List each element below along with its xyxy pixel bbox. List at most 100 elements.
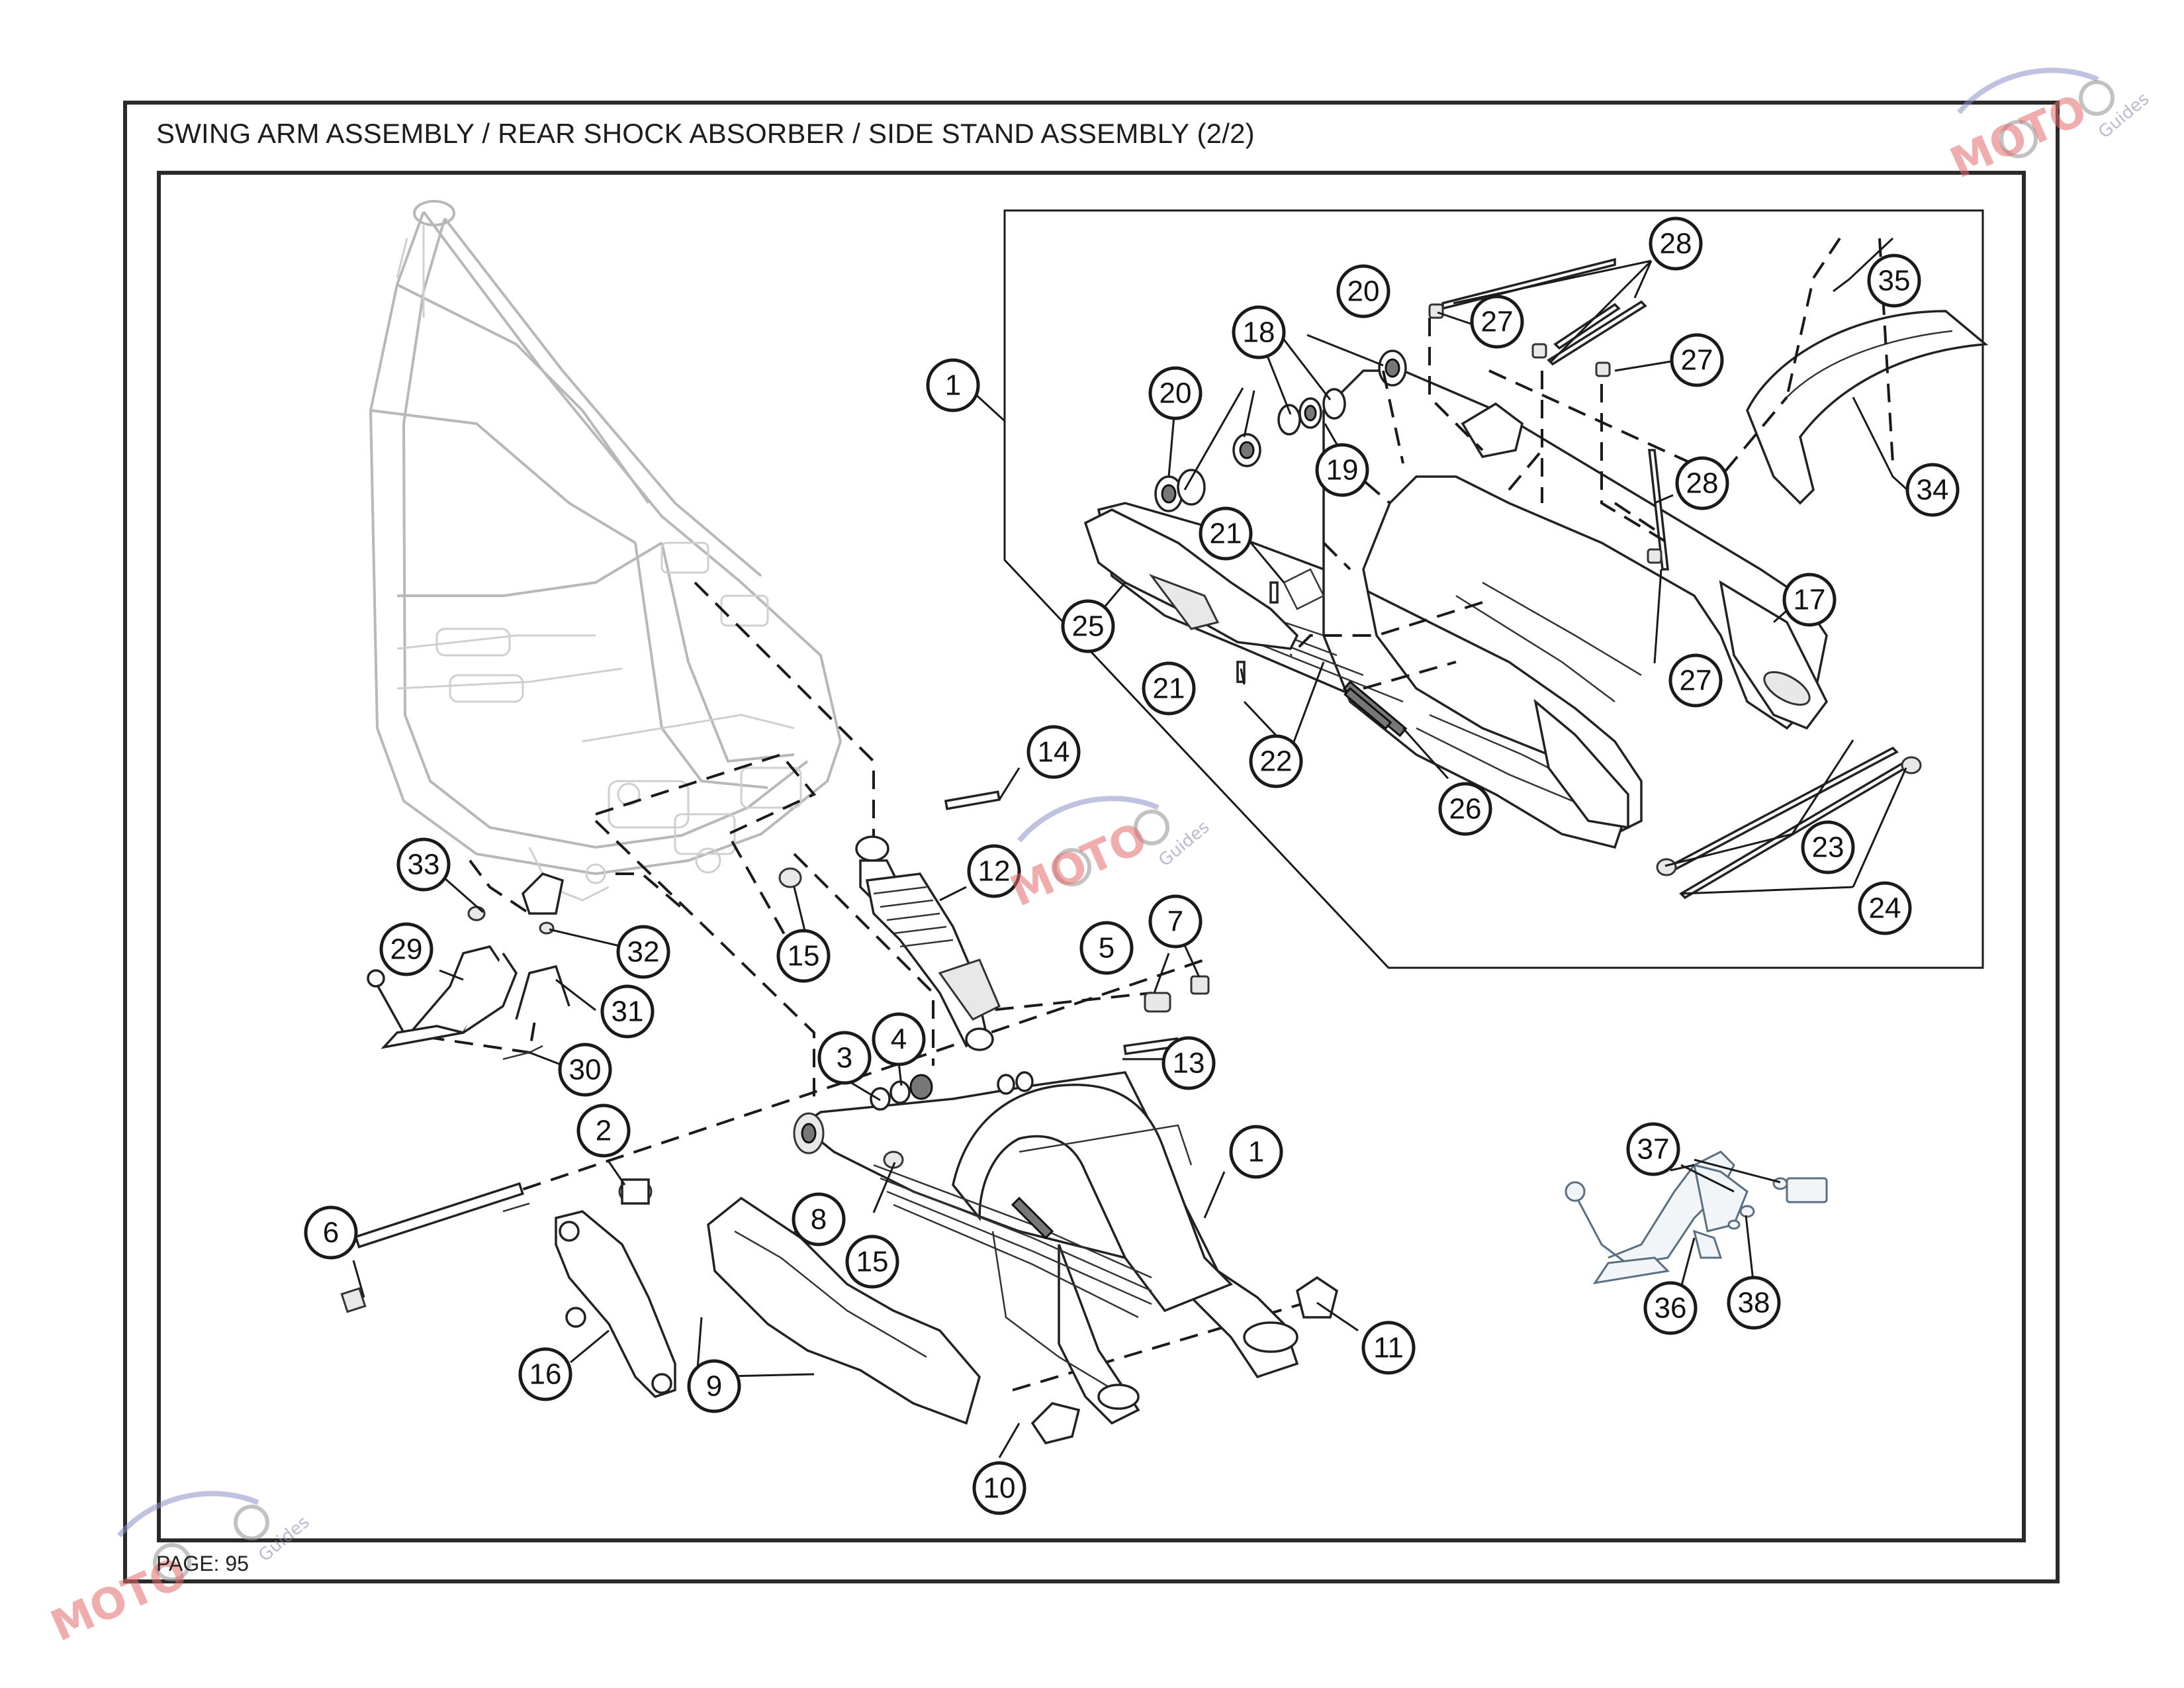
svg-text:3: 3 [837, 1042, 852, 1074]
svg-text:17: 17 [1794, 584, 1826, 616]
callout-15: 15 [776, 929, 831, 983]
svg-text:1: 1 [1248, 1136, 1264, 1168]
svg-text:22: 22 [1260, 745, 1293, 778]
svg-text:9: 9 [706, 1370, 722, 1403]
svg-text:28: 28 [1686, 467, 1719, 500]
callout-18: 18 [1232, 305, 1286, 359]
svg-text:37: 37 [1637, 1133, 1670, 1166]
bolts-and-nuts [778, 790, 1338, 1444]
svg-text:14: 14 [1038, 736, 1070, 769]
pivot-washers [870, 1071, 1034, 1111]
callout-13: 13 [1161, 1036, 1216, 1090]
callout-3: 3 [817, 1031, 872, 1085]
pivot-collar [618, 1178, 653, 1205]
svg-text:13: 13 [1173, 1047, 1205, 1080]
callout-6: 6 [304, 1205, 358, 1260]
svg-text:33: 33 [408, 849, 440, 881]
callout-23: 23 [1801, 820, 1855, 874]
svg-text:1: 1 [945, 369, 961, 402]
svg-text:32: 32 [627, 936, 660, 968]
callout-19: 19 [1315, 443, 1369, 497]
callout-27: 27 [1668, 653, 1723, 708]
svg-text:10: 10 [983, 1472, 1016, 1505]
callout-28: 28 [1675, 456, 1729, 510]
svg-text:5: 5 [1099, 932, 1115, 964]
diagram-frame [157, 171, 2026, 1542]
svg-text:20: 20 [1347, 275, 1380, 308]
svg-text:27: 27 [1681, 344, 1713, 377]
svg-text:30: 30 [569, 1054, 602, 1086]
svg-text:MOTO: MOTO [1943, 85, 2094, 189]
callout-27: 27 [1470, 295, 1524, 349]
callout-27: 27 [1670, 333, 1724, 387]
rear-fender-stay [1746, 310, 1989, 505]
svg-text:29: 29 [390, 933, 423, 966]
svg-text:15: 15 [856, 1246, 889, 1278]
callout-34: 34 [1905, 463, 1960, 517]
swing-arm-pivot-shaft [340, 1182, 530, 1313]
svg-text:26: 26 [1449, 793, 1482, 825]
callout-17: 17 [1782, 573, 1837, 627]
rear-shock-absorber [855, 835, 1001, 1051]
svg-text:23: 23 [1812, 831, 1844, 864]
callout-36: 36 [1643, 1281, 1698, 1335]
callout-8: 8 [792, 1192, 846, 1246]
svg-text:21: 21 [1210, 518, 1242, 550]
callout-9: 9 [687, 1359, 741, 1413]
svg-text:31: 31 [612, 996, 644, 1028]
detail-chain-guard [1083, 508, 1299, 650]
chain-guard [707, 1196, 981, 1425]
callout-35: 35 [1867, 254, 1921, 308]
motorcycle-frame [369, 200, 842, 902]
svg-text:7: 7 [1167, 906, 1183, 938]
callout-12: 12 [967, 844, 1021, 898]
side-stand-assembly [367, 872, 570, 1060]
svg-text:24: 24 [1869, 892, 1901, 925]
svg-text:18: 18 [1243, 316, 1275, 349]
callout-7: 7 [1148, 894, 1203, 949]
callout-24: 24 [1858, 881, 1912, 935]
swing-arm-lower [793, 1071, 1299, 1425]
callout-33: 33 [396, 837, 451, 892]
svg-text:Guides: Guides [2095, 89, 2153, 143]
side-stand-variant [1565, 1150, 1828, 1285]
svg-text:21: 21 [1153, 673, 1185, 705]
callout-29: 29 [379, 922, 433, 976]
callout-37: 37 [1626, 1122, 1680, 1176]
callout-21: 21 [1142, 661, 1196, 716]
svg-text:34: 34 [1917, 474, 1949, 506]
callout-30: 30 [558, 1043, 612, 1097]
svg-text:6: 6 [323, 1217, 339, 1249]
callout-22: 22 [1249, 734, 1303, 788]
page-number: PAGE: 95 [156, 1552, 249, 1575]
svg-text:27: 27 [1680, 665, 1712, 697]
callout-10: 10 [972, 1461, 1026, 1515]
svg-text:12: 12 [978, 855, 1011, 888]
svg-text:4: 4 [891, 1023, 907, 1056]
svg-text:16: 16 [529, 1358, 562, 1391]
svg-text:36: 36 [1655, 1292, 1687, 1325]
svg-text:8: 8 [811, 1203, 827, 1236]
svg-text:15: 15 [788, 940, 820, 972]
sheet-border [123, 101, 2060, 1583]
callout-21: 21 [1199, 506, 1253, 561]
svg-text:11: 11 [1373, 1332, 1404, 1364]
pivot-bearings [1154, 350, 1407, 512]
callout-11: 11 [1361, 1321, 1416, 1375]
callout-5: 5 [1079, 921, 1134, 975]
callout-25: 25 [1061, 599, 1115, 653]
svg-text:27: 27 [1481, 306, 1514, 338]
callout-14: 14 [1026, 725, 1081, 779]
callout-20: 20 [1148, 366, 1203, 420]
callout-1: 1 [926, 358, 980, 412]
diagram-title: SWING ARM ASSEMBLY / REAR SHOCK ABSORBER… [156, 118, 1255, 149]
svg-text:25: 25 [1072, 610, 1105, 643]
callout-31: 31 [600, 984, 655, 1039]
callout-20: 20 [1336, 264, 1390, 318]
svg-text:19: 19 [1326, 454, 1359, 487]
svg-text:38: 38 [1738, 1287, 1770, 1319]
callout-2: 2 [576, 1103, 631, 1158]
callout-38: 38 [1727, 1276, 1781, 1330]
svg-text:35: 35 [1878, 265, 1911, 297]
brake-bracket [555, 1210, 676, 1399]
